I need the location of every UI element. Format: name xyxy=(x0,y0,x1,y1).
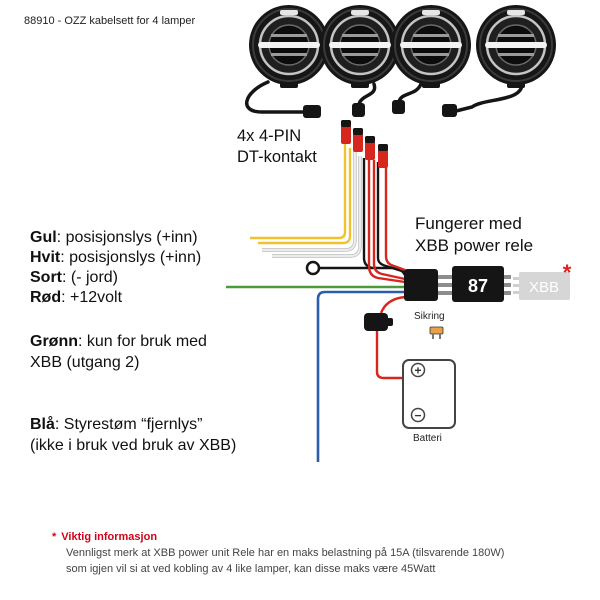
lamp-cable xyxy=(245,80,306,114)
dt-connector-icon xyxy=(378,144,388,168)
blue-wire xyxy=(316,290,405,462)
connector-callout-line2: DT-kontakt xyxy=(237,148,317,166)
relay-callout-line1: Fungerer med xyxy=(415,214,522,233)
legend-text: : kun for bruk med xyxy=(78,333,207,350)
red-wire xyxy=(384,166,406,272)
dt-connector-icon xyxy=(365,136,375,160)
legend-text: : (- jord) xyxy=(62,269,118,286)
legend-text: : Styrestøm “fjernlys” xyxy=(54,416,203,433)
legend-white: Hvit: posisjonslys (+inn) xyxy=(30,248,201,268)
relay-87-label: 87 xyxy=(468,276,488,296)
battery-plus: + xyxy=(414,364,421,378)
legend-black: Sort: (- jord) xyxy=(30,268,118,288)
lamp-icon xyxy=(474,3,558,90)
red-wire xyxy=(372,160,406,281)
legend-name: Gul xyxy=(30,229,57,246)
fuse-label: Sikring xyxy=(414,311,445,322)
red-wires xyxy=(367,160,406,380)
note-line: Vennligst merk at XBB power unit Rele ha… xyxy=(66,547,505,559)
legend-name: Blå xyxy=(30,416,55,433)
white-wires xyxy=(262,150,362,258)
lamp-icon xyxy=(318,3,402,90)
note-line: som igjen vil si at ved kobling av 4 lik… xyxy=(66,563,436,575)
xbb-asterisk: * xyxy=(563,260,572,285)
legend-name: Sort xyxy=(30,269,62,286)
harness-plug xyxy=(404,269,452,301)
legend-green: Grønn: kun for bruk med xyxy=(30,332,207,352)
lamp-plug-icon xyxy=(442,104,457,117)
red-wire-to-battery xyxy=(375,331,405,380)
ring-terminal-icon xyxy=(305,260,321,276)
lamp-cable xyxy=(397,82,423,104)
legend-green-line2: XBB (utgang 2) xyxy=(30,354,140,371)
xbb-relay-label: XBB xyxy=(529,279,559,296)
lamp-cables xyxy=(245,80,524,114)
battery-label: Batteri xyxy=(413,433,442,444)
lamp-icon xyxy=(247,3,331,90)
legend-text: : posisjonslys (+inn) xyxy=(60,249,202,266)
lamp-plug-icon xyxy=(392,100,405,114)
legend-text: : +12volt xyxy=(61,289,123,306)
dt-connector-icon xyxy=(341,120,351,144)
red-wire xyxy=(367,160,406,284)
connector-callout-line1: 4x 4-PIN xyxy=(237,127,302,145)
legend-name: Grønn xyxy=(30,333,78,350)
yellow-wires xyxy=(250,140,352,245)
page-title: 88910 - OZZ kabelsett for 4 lamper xyxy=(24,15,196,27)
lamp-cable xyxy=(454,82,524,113)
relay-callout-line2: XBB power rele xyxy=(415,236,534,255)
xbb-relay-icon: XBB * xyxy=(513,260,572,300)
legend-name: Hvit xyxy=(30,249,61,266)
dt-connector-icon xyxy=(353,128,363,152)
legend-name: Rød xyxy=(30,289,62,306)
legend-blue: Blå: Styrestøm “fjernlys” xyxy=(30,415,202,435)
fuse-icon xyxy=(429,326,444,339)
lamp-plugs xyxy=(303,100,457,118)
legend-red: Rød: +12volt xyxy=(30,288,122,308)
fuse-holder-icon xyxy=(364,313,393,331)
legend-yellow: Gul: posisjonslys (+inn) xyxy=(30,228,198,248)
note-asterisk: * xyxy=(52,531,57,543)
yellow-wire xyxy=(258,148,352,245)
yellow-wire xyxy=(250,140,347,240)
legend-text: : posisjonslys (+inn) xyxy=(56,229,198,246)
relay-icon: 87 xyxy=(452,266,511,302)
black-wire xyxy=(362,158,373,270)
legend-blue-line2: (ikke i bruk ved bruk av XBB) xyxy=(30,437,237,454)
white-wire xyxy=(272,156,361,257)
red-wire-to-fuse xyxy=(379,295,406,314)
battery-minus: − xyxy=(414,409,421,423)
lamp-icon xyxy=(389,3,473,90)
white-wire xyxy=(262,150,356,251)
lamp-cable xyxy=(357,82,377,106)
dt-connectors xyxy=(341,120,388,168)
note-title-text: Viktig informasjon xyxy=(61,531,158,543)
black-wire xyxy=(376,162,406,274)
lamp-plug-icon xyxy=(303,105,321,118)
battery-icon: + − xyxy=(402,359,456,429)
lamp-plug-icon xyxy=(352,103,365,117)
note-title: * Viktig informasjon xyxy=(52,531,157,543)
